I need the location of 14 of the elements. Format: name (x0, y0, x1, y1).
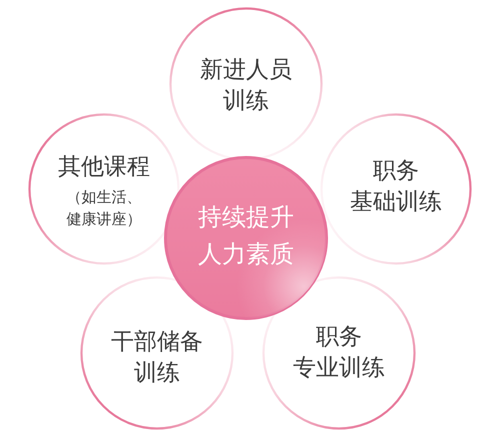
topic-circle (320, 113, 472, 265)
topic-label: 新进人员训练 (198, 56, 293, 116)
topic-circle (262, 276, 416, 430)
topic-circle (169, 7, 323, 161)
topic-label: 基础训练 (348, 188, 443, 217)
topic-label: 职务 (314, 323, 363, 352)
topic-label: 干部储备训练 (110, 328, 204, 388)
topic-label: 其他课程 (56, 153, 151, 182)
topic-label: 职务 (372, 157, 420, 186)
hub-label: 持续提升人力素质 (197, 202, 295, 270)
note-text: （如生活、健康讲座） (66, 187, 142, 230)
topic-label: 专业训练 (292, 354, 386, 383)
topic-circle (80, 276, 234, 430)
topic-circle (28, 113, 180, 265)
